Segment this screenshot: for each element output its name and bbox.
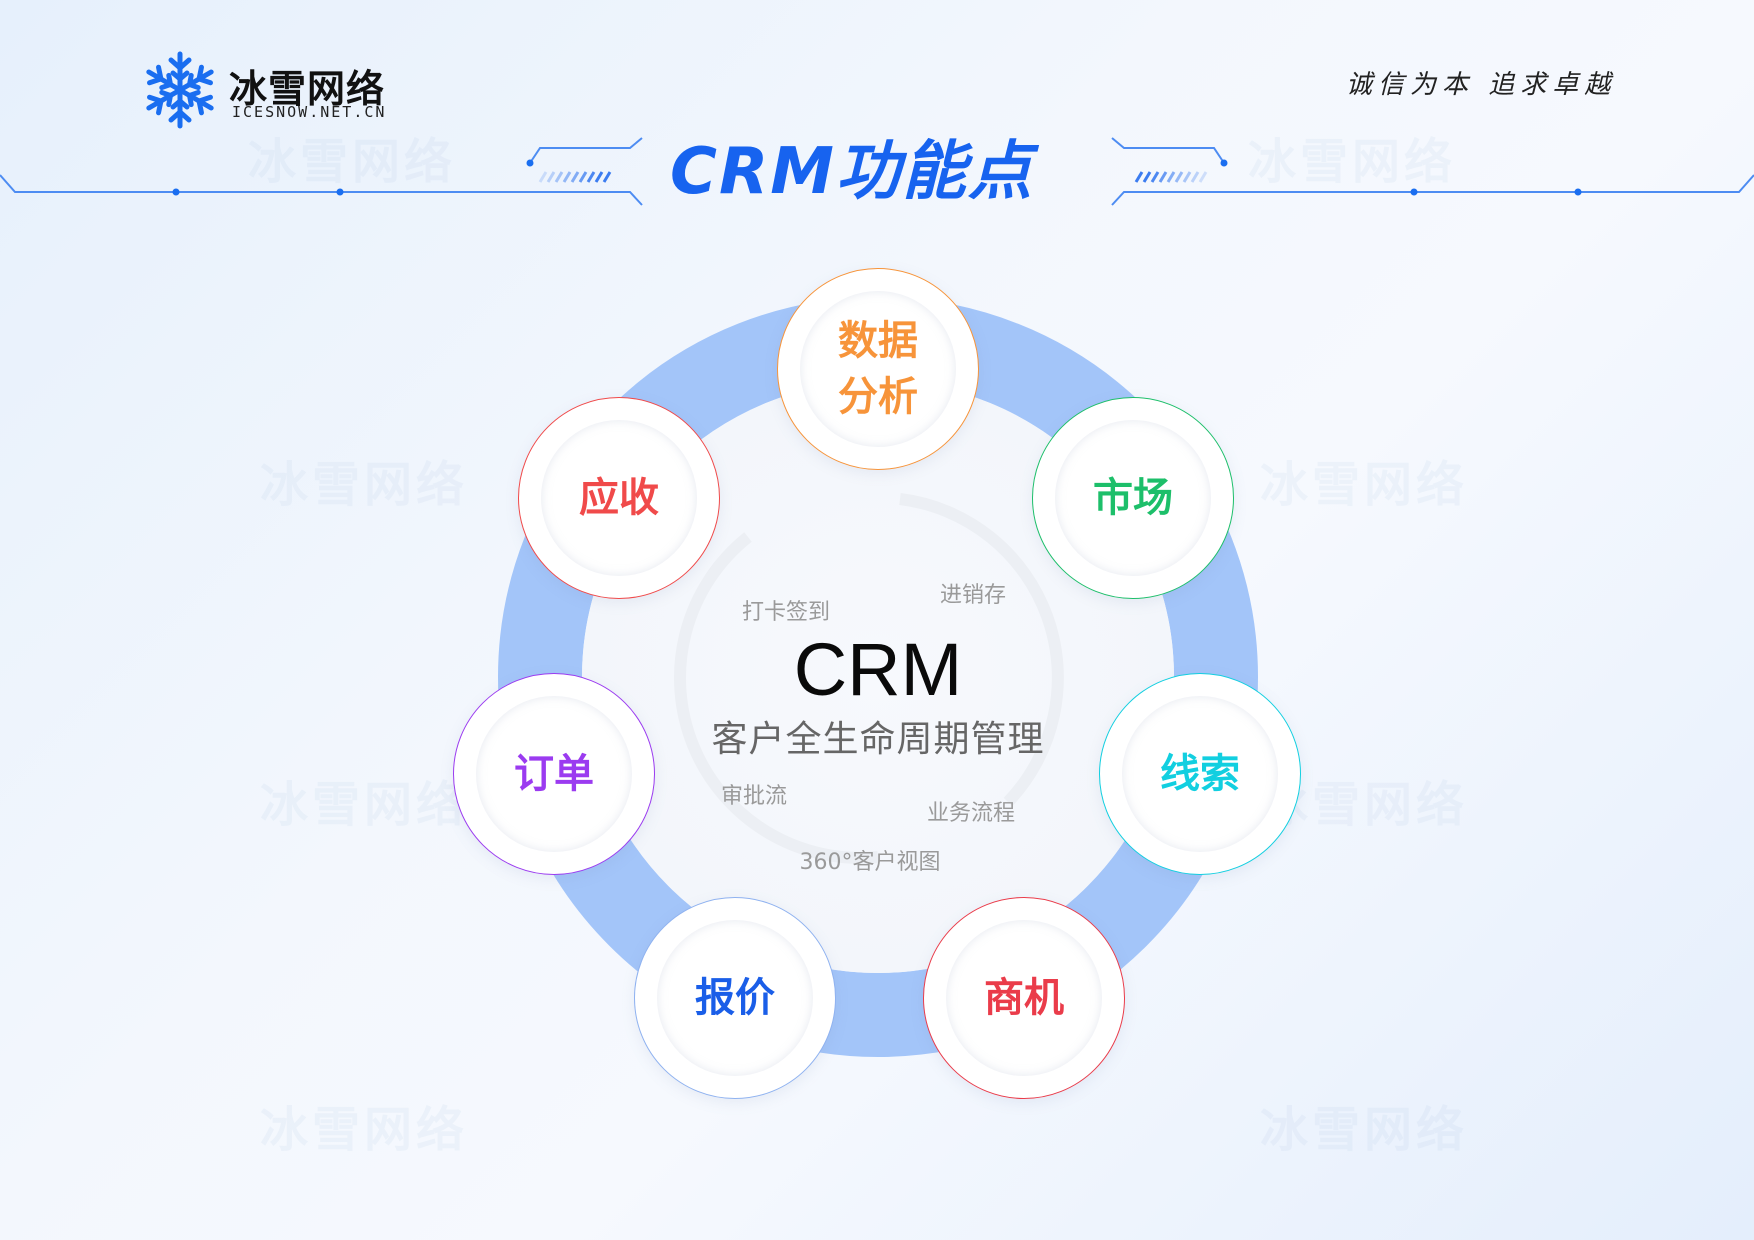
sub-feature-approval: 审批流 <box>720 784 788 809</box>
watermark: 冰雪网络 <box>1260 1102 1469 1158</box>
watermark: 冰雪网络 <box>1248 134 1457 190</box>
feature-label: 市场 <box>1093 475 1173 521</box>
watermark: 冰雪网络 <box>1260 457 1469 513</box>
watermark: 冰雪网络 <box>260 457 469 513</box>
feature-label: 报价 <box>695 975 775 1021</box>
sub-feature-workflow: 业务流程 <box>926 801 1016 826</box>
feature-data-analysis[interactable]: 数据分析 <box>777 268 979 470</box>
feature-opportunity[interactable]: 商机 <box>923 897 1125 1099</box>
feature-market[interactable]: 市场 <box>1032 397 1234 599</box>
feature-order[interactable]: 订单 <box>453 673 655 875</box>
header-decoration-lines <box>0 137 1754 206</box>
feature-label: 线索 <box>1160 751 1240 797</box>
watermark: 冰雪网络 <box>260 1102 469 1158</box>
center-title: CRM <box>793 628 963 711</box>
center-subtitle: 客户全生命周期管理 <box>711 719 1045 760</box>
feature-label: 商机 <box>984 975 1064 1021</box>
feature-leads[interactable]: 线索 <box>1099 673 1301 875</box>
brand-domain: ICESNOW.NET.CN <box>232 103 387 121</box>
feature-label: 订单 <box>514 751 594 797</box>
feature-quote[interactable]: 报价 <box>634 897 836 1099</box>
slogan: 诚信为本 追求卓越 <box>1346 70 1617 100</box>
sub-feature-inventory: 进销存 <box>939 583 1007 608</box>
sub-feature-customer-view: 360°客户视图 <box>799 850 941 875</box>
page-title: CRM功能点 <box>670 135 1034 209</box>
snowflake-logo-icon <box>140 51 220 130</box>
watermark: 冰雪网络 <box>260 777 469 833</box>
watermark: 冰雪网络 <box>248 134 457 190</box>
feature-label: 应收 <box>579 475 659 521</box>
sub-feature-checkin: 打卡签到 <box>741 600 831 625</box>
feature-receivable[interactable]: 应收 <box>518 397 720 599</box>
brand-name: 冰雪网络 <box>229 67 386 111</box>
feature-label: 数据分析 <box>838 318 918 420</box>
inner-arc-decoration <box>674 493 1064 864</box>
